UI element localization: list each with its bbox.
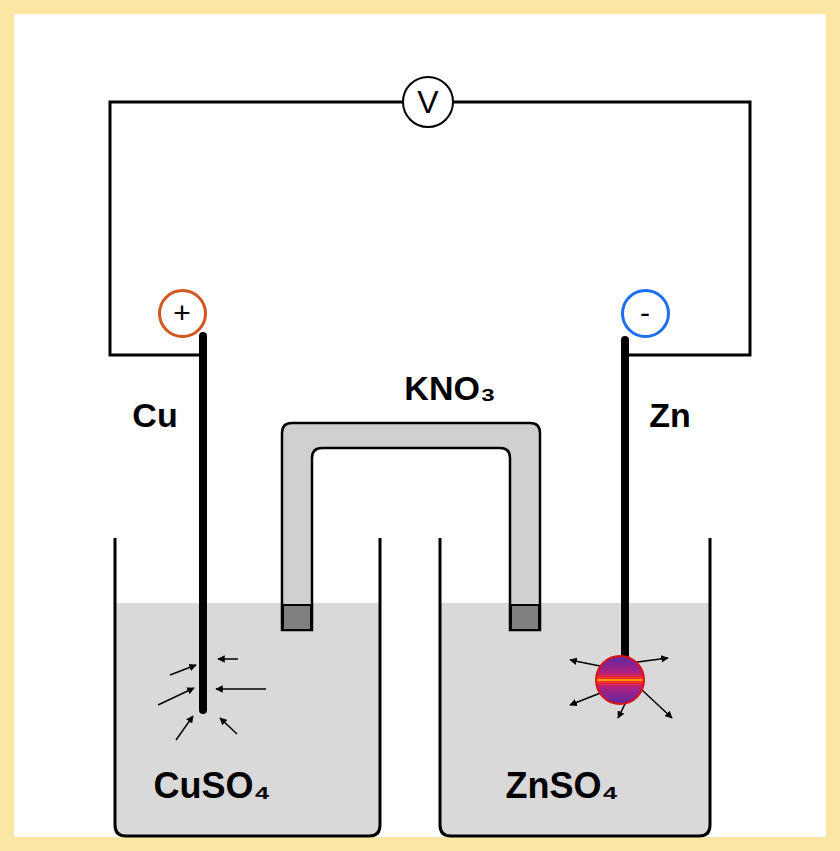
beaker [440, 538, 710, 836]
bridge-plug [283, 605, 311, 630]
terminal-sign: V [417, 86, 438, 118]
solution-label: CuSO₄ [153, 768, 270, 804]
salt-bridge [282, 423, 540, 630]
wire [110, 102, 750, 355]
salt-bridge-label: KNO₃ [404, 371, 495, 405]
copper-electrode [199, 336, 207, 710]
zinc-electrode [621, 340, 629, 668]
positive-terminal: + [158, 289, 207, 338]
electrode-label: Cu [132, 398, 177, 432]
zinc-ion [596, 656, 644, 704]
bridge-plug [511, 605, 539, 630]
terminal-sign: + [173, 298, 191, 328]
negative-terminal: - [621, 289, 670, 338]
zinc-sulfate-solution [441, 603, 709, 835]
ion-arrows [158, 659, 266, 740]
solution-label: ZnSO₄ [505, 768, 618, 804]
electrode-label: Zn [649, 398, 691, 432]
voltmeter-symbol: V [402, 76, 454, 128]
terminal-sign: - [640, 298, 650, 328]
beaker [115, 538, 380, 836]
copper-sulfate-solution [116, 603, 379, 835]
